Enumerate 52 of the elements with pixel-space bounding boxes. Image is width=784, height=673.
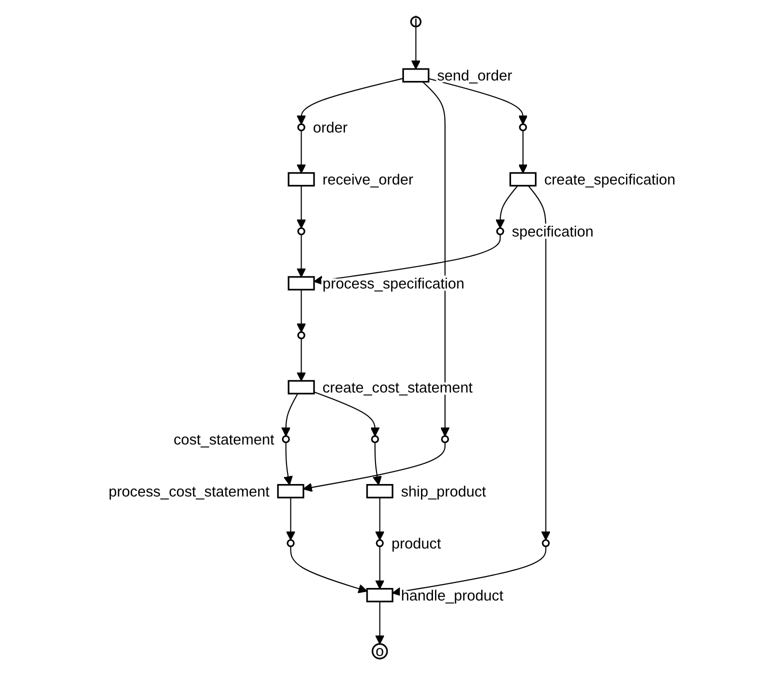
transition-box [288,172,315,186]
transition-label: ship_product [401,484,486,500]
arrow [296,78,404,125]
place-label: order [312,120,348,137]
transition-box [366,588,394,602]
place-circle: o [372,642,388,660]
arrow [372,442,382,486]
arrow [375,602,384,644]
arrow [303,442,446,492]
place-circle [371,435,379,444]
arrow [422,81,450,436]
arrow [411,26,421,70]
arrow [375,546,384,590]
transition-label: send_order [437,68,512,85]
arrow [296,186,306,229]
arrow [314,392,380,436]
place-circle [286,539,295,548]
arrow [392,546,546,596]
transition-box [402,68,430,83]
transition-box [509,172,537,186]
arrow [428,78,528,125]
arrow [375,498,384,540]
place-circle [519,123,527,132]
place-circle [496,227,504,236]
arrow [290,546,368,594]
place-circle [297,331,306,340]
transition-label: receive_order [322,172,414,189]
place-circle [297,227,306,236]
arrow [528,185,550,540]
place-circle [542,539,550,548]
transition-label: handle_product [401,588,504,604]
arrow [296,290,306,332]
arrow [296,338,306,382]
transition-box [277,484,304,498]
place-circle [376,539,384,548]
place-label: cost_statement [174,432,274,449]
arrow [281,393,298,436]
arrow [496,185,518,229]
transition-box [366,484,394,498]
arrow [284,442,293,486]
transition-box [288,380,315,394]
place-circle [282,435,290,444]
arrow [296,234,306,278]
place-label: product [391,536,441,552]
arrow [286,498,296,540]
arrow [296,130,306,174]
transition-box [288,276,315,290]
arrow [518,130,528,174]
place-circle [441,435,449,444]
place-circle [297,123,306,132]
transition-label: create_specification [544,172,676,189]
transition-label: process_cost_statement [108,484,270,500]
